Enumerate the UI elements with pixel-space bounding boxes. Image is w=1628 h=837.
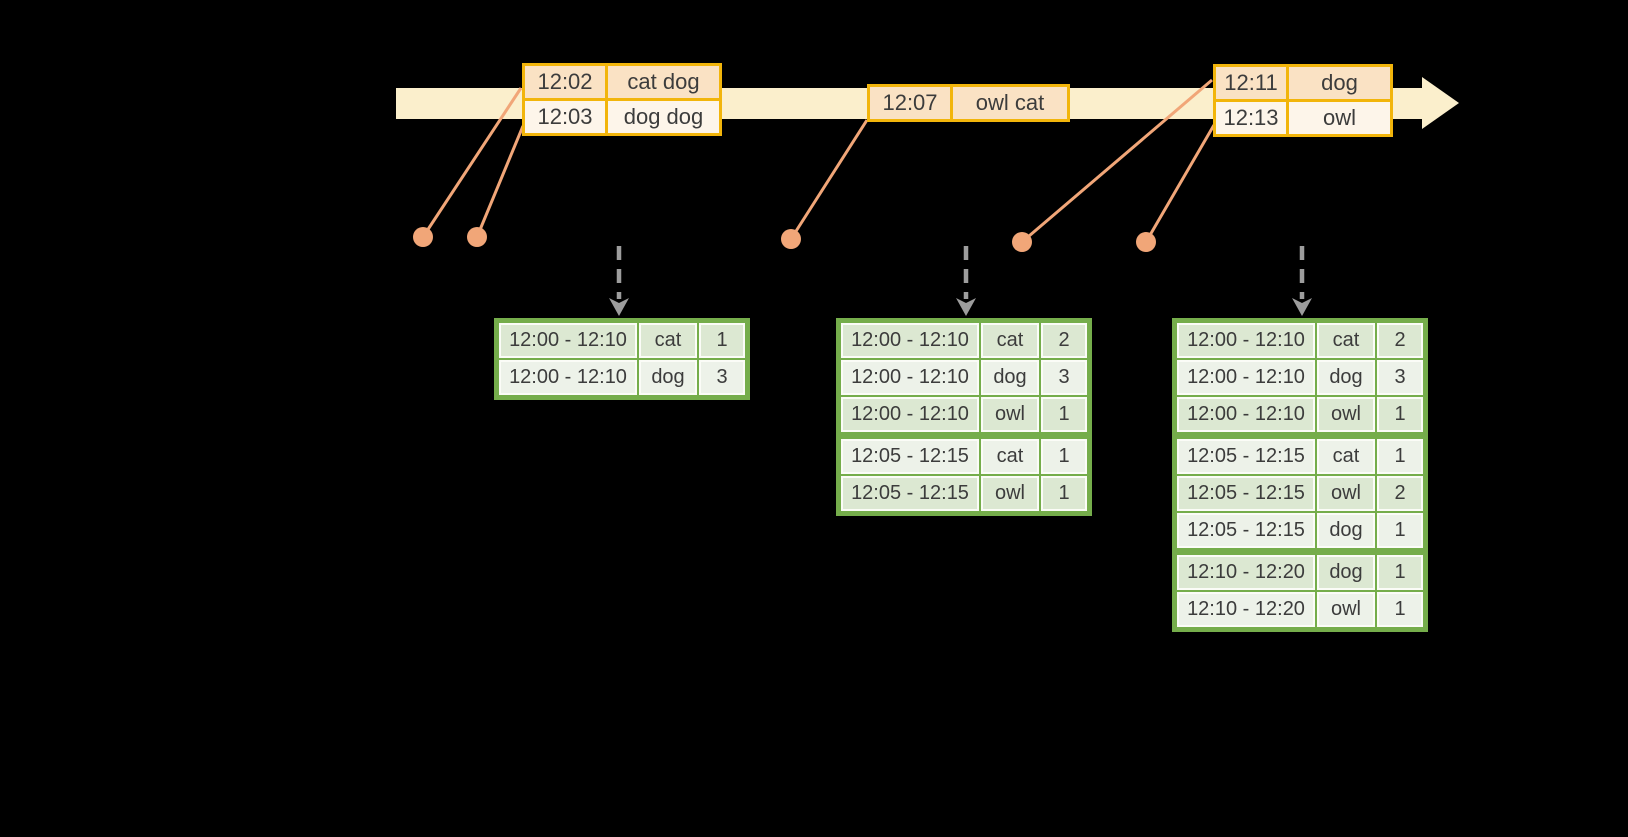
event-time-cell: 12:13 <box>1216 102 1286 134</box>
window-cell: 12:10 - 12:20 <box>1177 592 1315 627</box>
trigger-arrowhead-icon <box>1292 298 1312 316</box>
event-dot <box>467 227 487 247</box>
word-cell: cat <box>639 323 697 358</box>
word-cell: owl <box>1317 476 1375 511</box>
word-cell: dog <box>639 360 697 395</box>
window-cell: 12:05 - 12:15 <box>841 439 979 474</box>
word-cell: dog <box>1317 513 1375 548</box>
event-words-cell: cat dog <box>608 66 719 98</box>
connector-line <box>475 125 525 238</box>
count-cell: 3 <box>699 360 745 395</box>
word-cell: cat <box>1317 323 1375 358</box>
event-dot <box>1136 232 1156 252</box>
word-cell: owl <box>981 397 1039 432</box>
event-dot <box>781 229 801 249</box>
window-cell: 12:00 - 12:10 <box>1177 397 1315 432</box>
word-cell: owl <box>1317 397 1375 432</box>
event-time-cell: 12:03 <box>525 101 605 133</box>
count-cell: 3 <box>1041 360 1087 395</box>
window-cell: 12:00 - 12:10 <box>499 323 637 358</box>
window-cell: 12:00 - 12:10 <box>841 397 979 432</box>
window-cell: 12:00 - 12:10 <box>841 323 979 358</box>
window-cell: 12:00 - 12:10 <box>841 360 979 395</box>
event-words-cell: dog <box>1289 67 1390 99</box>
count-cell: 1 <box>1041 439 1087 474</box>
connector-line <box>421 87 523 238</box>
count-cell: 1 <box>1377 513 1423 548</box>
window-cell: 12:05 - 12:15 <box>1177 439 1315 474</box>
trigger-arrowhead-icon <box>956 298 976 316</box>
event-time-cell: 12:07 <box>870 87 950 119</box>
window-cell: 12:05 - 12:15 <box>1177 476 1315 511</box>
count-cell: 2 <box>1377 323 1423 358</box>
word-cell: cat <box>981 323 1039 358</box>
event-dot <box>413 227 433 247</box>
connector-line <box>1021 78 1213 244</box>
event-words-cell: owl cat <box>953 87 1067 119</box>
word-cell: owl <box>1317 592 1375 627</box>
count-cell: 1 <box>1377 397 1423 432</box>
count-cell: 1 <box>1377 555 1423 590</box>
trigger-arrowhead-icon <box>609 298 629 316</box>
word-cell: dog <box>981 360 1039 395</box>
event-dot <box>1012 232 1032 252</box>
count-cell: 1 <box>1377 439 1423 474</box>
count-cell: 2 <box>1041 323 1087 358</box>
window-cell: 12:00 - 12:10 <box>1177 360 1315 395</box>
event-time-cell: 12:02 <box>525 66 605 98</box>
count-cell: 2 <box>1377 476 1423 511</box>
window-cell: 12:05 - 12:15 <box>1177 513 1315 548</box>
word-cell: owl <box>981 476 1039 511</box>
word-cell: cat <box>981 439 1039 474</box>
window-cell: 12:05 - 12:15 <box>841 476 979 511</box>
count-cell: 1 <box>699 323 745 358</box>
word-cell: dog <box>1317 555 1375 590</box>
word-cell: cat <box>1317 439 1375 474</box>
event-time-cell: 12:11 <box>1216 67 1286 99</box>
connector-line <box>789 119 869 240</box>
window-cell: 12:00 - 12:10 <box>1177 323 1315 358</box>
count-cell: 1 <box>1041 476 1087 511</box>
count-cell: 3 <box>1377 360 1423 395</box>
count-cell: 1 <box>1041 397 1087 432</box>
timeline-arrowhead-icon <box>1422 77 1459 129</box>
word-cell: dog <box>1317 360 1375 395</box>
count-cell: 1 <box>1377 592 1423 627</box>
event-words-cell: owl <box>1289 102 1390 134</box>
window-cell: 12:00 - 12:10 <box>499 360 637 395</box>
event-words-cell: dog dog <box>608 101 719 133</box>
connector-line <box>1144 124 1216 243</box>
window-cell: 12:10 - 12:20 <box>1177 555 1315 590</box>
